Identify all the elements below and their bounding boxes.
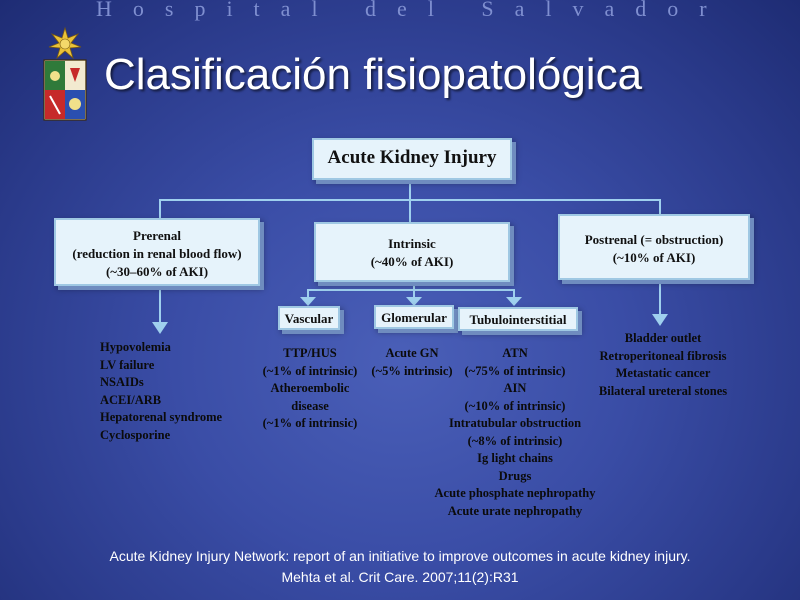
citation-footer: Acute Kidney Injury Network: report of a… [0, 546, 800, 588]
list-item: Acute urate nephropathy [447, 503, 583, 518]
list-item: Metastatic cancer [615, 366, 711, 380]
list-item: Hepatorenal syndrome [100, 410, 223, 424]
vascular-box: Vascular [278, 306, 340, 330]
citation-reference: Mehta et al. Crit Care. 2007;11(2):R31 [281, 569, 519, 585]
arrow-glomerular-icon [406, 297, 422, 306]
list-item: (~75% of intrinsic) [464, 363, 566, 378]
list-item: Acute phosphate nephropathy [434, 486, 596, 500]
intrinsic-percent: (~40% of AKI) [370, 254, 454, 269]
citation-line: Acute Kidney Injury Network: report of a… [109, 548, 691, 564]
postrenal-box: Postrenal (= obstruction) (~10% of AKI) [558, 214, 750, 280]
vascular-label: Vascular [284, 311, 334, 326]
prerenal-box: Prerenal (reduction in renal blood flow)… [54, 218, 260, 286]
root-node-label: Acute Kidney Injury [327, 147, 497, 168]
list-item: AIN [503, 381, 527, 395]
list-item: Acute GN [385, 346, 439, 360]
prerenal-title: Prerenal [133, 228, 181, 243]
slide-title: Clasificación fisiopatológica [104, 50, 643, 99]
glomerular-causes-list: Acute GN (~5% intrinsic) [366, 345, 458, 380]
list-item: Bilateral ureteral stones [598, 383, 728, 398]
arrow-prerenal-icon [152, 322, 168, 334]
list-item: Intratubular obstruction [448, 416, 582, 430]
list-item: TTP/HUS [283, 346, 337, 360]
arrow-tubulointerstitial-icon [506, 297, 522, 306]
prerenal-percent: (~30–60% of AKI) [105, 264, 209, 279]
list-item: LV failure [100, 357, 155, 372]
shield-icon [43, 59, 87, 121]
list-item: (~5% intrinsic) [371, 363, 453, 378]
list-item: Atheroembolic [270, 381, 350, 395]
postrenal-percent: (~10% of AKI) [612, 250, 696, 265]
list-item: ACEI/ARB [100, 392, 162, 407]
tubulointerstitial-label: Tubulointerstitial [469, 312, 567, 327]
connector-root-branches [159, 199, 661, 222]
root-node-box: Acute Kidney Injury [312, 138, 512, 180]
list-item: Cyclosporine [100, 427, 171, 442]
tubulointerstitial-box: Tubulointerstitial [458, 307, 578, 331]
list-item: Ig light chains [477, 451, 553, 465]
list-item: Bladder outlet [624, 331, 702, 345]
glomerular-box: Glomerular [374, 305, 454, 329]
postrenal-title: Postrenal (= obstruction) [584, 232, 724, 247]
hospital-name: Hospital del Salvador [96, 0, 728, 21]
list-item: (~1% of intrinsic) [262, 416, 358, 430]
arrow-postrenal-icon [652, 314, 668, 326]
vascular-causes-list: TTP/HUS (~1% of intrinsic) Atheroembolic… [254, 345, 366, 433]
list-item: (~1% of intrinsic) [262, 363, 358, 378]
list-item: (~10% of intrinsic) [464, 398, 566, 413]
list-item: ATN [502, 346, 528, 360]
connector-intrinsic-subtypes [307, 289, 515, 300]
list-item: Retroperitoneal fibrosis [599, 348, 727, 363]
postrenal-causes-list: Bladder outlet Retroperitoneal fibrosis … [588, 330, 738, 400]
list-item: Hypovolemia [100, 340, 171, 354]
tubulointerstitial-causes-list: ATN (~75% of intrinsic) AIN (~10% of int… [418, 345, 612, 520]
list-item: Drugs [498, 468, 532, 483]
hospital-logo [43, 26, 87, 121]
arrow-vascular-icon [300, 297, 316, 306]
list-item: disease [291, 398, 329, 413]
prerenal-causes-list: Hypovolemia LV failure NSAIDs ACEI/ARB H… [100, 339, 222, 444]
star-emblem-icon [48, 26, 82, 60]
intrinsic-box: Intrinsic (~40% of AKI) [314, 222, 510, 282]
intrinsic-title: Intrinsic [388, 236, 436, 251]
list-item: (~8% of intrinsic) [467, 433, 563, 448]
list-item: NSAIDs [100, 375, 144, 389]
glomerular-label: Glomerular [381, 310, 447, 325]
prerenal-subtitle: (reduction in renal blood flow) [72, 246, 242, 261]
